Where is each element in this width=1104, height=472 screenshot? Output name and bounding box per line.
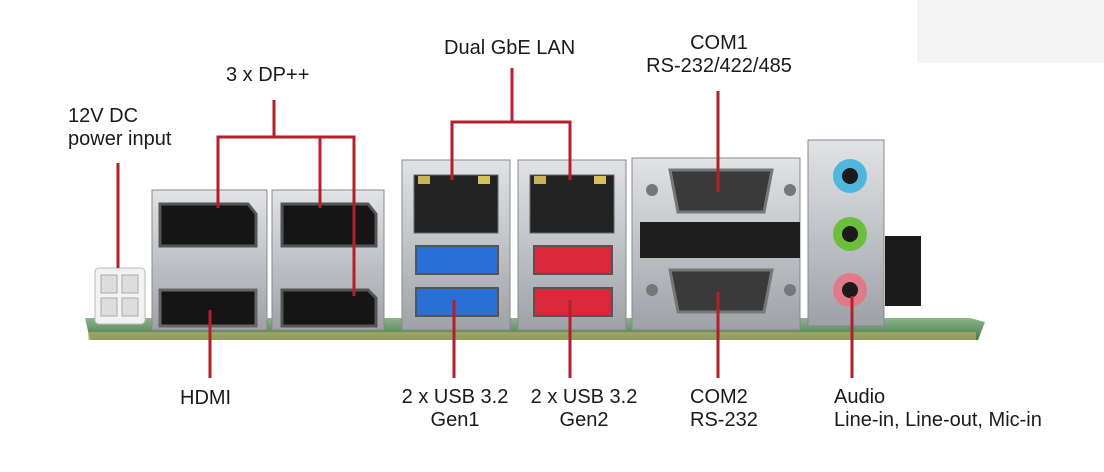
corner-panel (917, 0, 1104, 63)
label-dp: 3 x DP++ (226, 64, 310, 86)
label-usb-gen1-line1: 2 x USB 3.2 (401, 386, 509, 408)
label-com2-line2: RS-232 (690, 409, 758, 431)
audio-bracket (807, 139, 885, 327)
label-audio-line2: Line-in, Line-out, Mic-in (834, 409, 1042, 431)
dp-port-2 (280, 202, 378, 248)
label-hdmi: HDMI (180, 387, 232, 409)
label-usb-gen1-line2: Gen1 (430, 409, 480, 431)
label-power-line2: power input (68, 128, 172, 150)
label-usb-gen2: 2 x USB 3.2 Gen2 (520, 386, 648, 432)
com2-port (668, 268, 774, 314)
usb-gen1-port-1 (415, 245, 499, 275)
leader-lines (116, 68, 854, 378)
lan-usb-gen2-stack (517, 159, 627, 331)
leader-dp-branch (216, 135, 356, 296)
pin-header (885, 236, 921, 306)
dp-stack-right (271, 189, 385, 331)
leader-lan-branch (450, 120, 572, 180)
label-com1-line1: COM1 (690, 32, 748, 54)
power-connector (94, 267, 146, 325)
dp-port-1 (158, 202, 258, 248)
usb-gen1-port-2 (415, 287, 499, 317)
lan-port-1 (413, 174, 499, 234)
label-power-line1: 12V DC (68, 105, 139, 127)
label-com2: COM2 RS-232 (690, 386, 758, 432)
lan-port-2 (529, 174, 615, 234)
dp-port-3 (280, 288, 378, 328)
label-com1-line2: RS-232/422/485 (646, 55, 792, 77)
hdmi-port (158, 288, 258, 328)
label-audio: Audio Line-in, Line-out, Mic-in (834, 386, 1042, 432)
label-power: 12V DC power input (68, 105, 171, 151)
com-stack (631, 157, 801, 331)
label-usb-gen2-line1: 2 x USB 3.2 (530, 386, 638, 408)
lan-usb-gen1-stack (401, 159, 511, 331)
label-lan: Dual GbE LAN (444, 37, 576, 59)
usb-gen2-port-2 (533, 287, 613, 317)
label-usb-gen2-line2: Gen2 (559, 409, 609, 431)
label-usb-gen1: 2 x USB 3.2 Gen1 (391, 386, 519, 432)
com1-port (668, 168, 774, 214)
label-com2-line1: COM2 (690, 386, 748, 408)
pcb-edge (88, 332, 976, 340)
dp-hdmi-stack-left (151, 189, 268, 331)
label-com1: COM1 RS-232/422/485 (640, 32, 798, 78)
label-audio-line1: Audio (834, 386, 886, 408)
usb-gen2-port-1 (533, 245, 613, 275)
